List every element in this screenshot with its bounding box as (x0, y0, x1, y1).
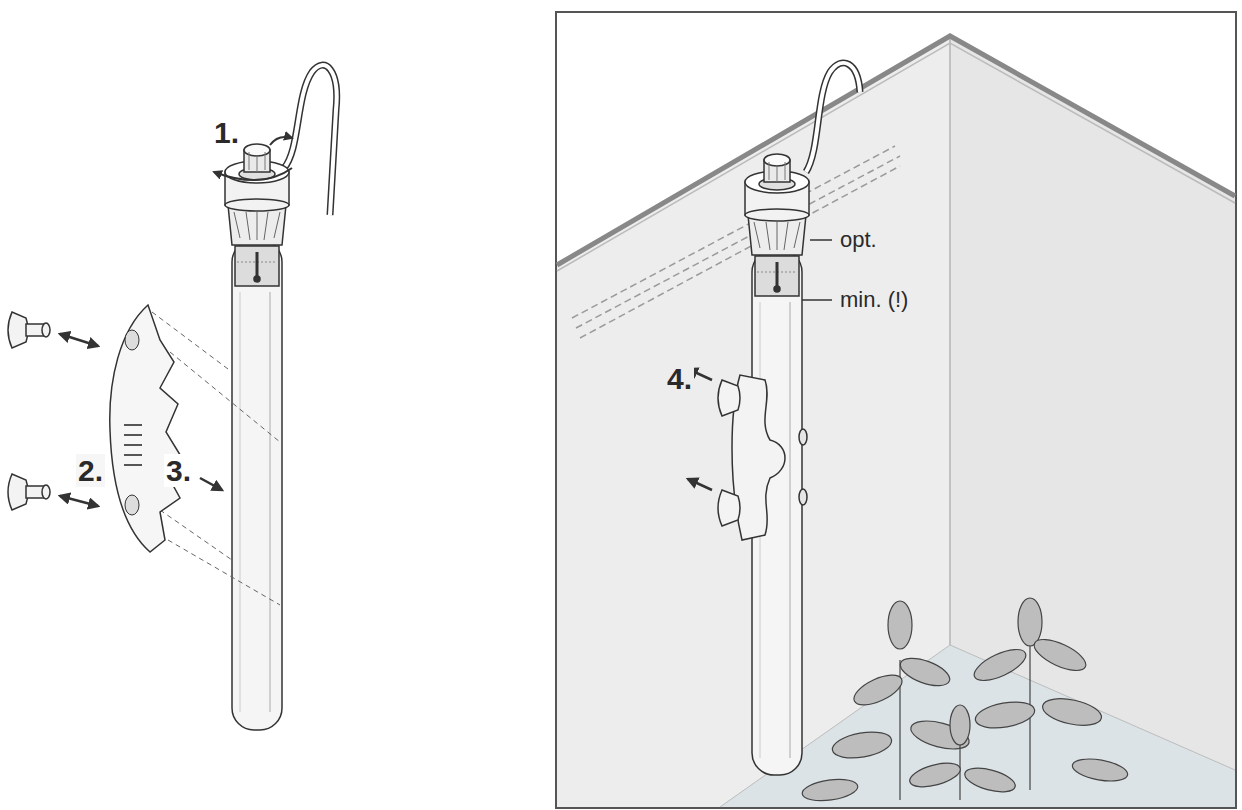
attach-arrow (200, 478, 222, 490)
step-number: 2. (76, 454, 105, 487)
clip-hole (125, 495, 139, 515)
aquarium-corner (556, 12, 1236, 808)
suction-cup (8, 474, 50, 510)
leader-line (810, 239, 832, 241)
step-number: 1. (212, 116, 241, 149)
press-arrow (688, 479, 712, 490)
level-label: opt. (838, 228, 879, 252)
rotate-arrow (270, 137, 292, 145)
plants (801, 598, 1129, 804)
projection-lines (152, 312, 280, 605)
suction-cup (8, 312, 50, 348)
level-label: min. (!) (838, 288, 910, 312)
clip-plate (110, 305, 182, 552)
attach-arrow (60, 496, 98, 506)
clip-grip (124, 425, 142, 465)
step-number: 3. (164, 454, 193, 487)
mounted-clip (718, 375, 785, 540)
step-number: 4. (665, 362, 694, 395)
attach-arrow (60, 334, 98, 346)
clip-hole (125, 330, 139, 350)
left-heater (225, 65, 337, 730)
leader-line (802, 299, 832, 301)
rotate-arrow (214, 168, 292, 180)
